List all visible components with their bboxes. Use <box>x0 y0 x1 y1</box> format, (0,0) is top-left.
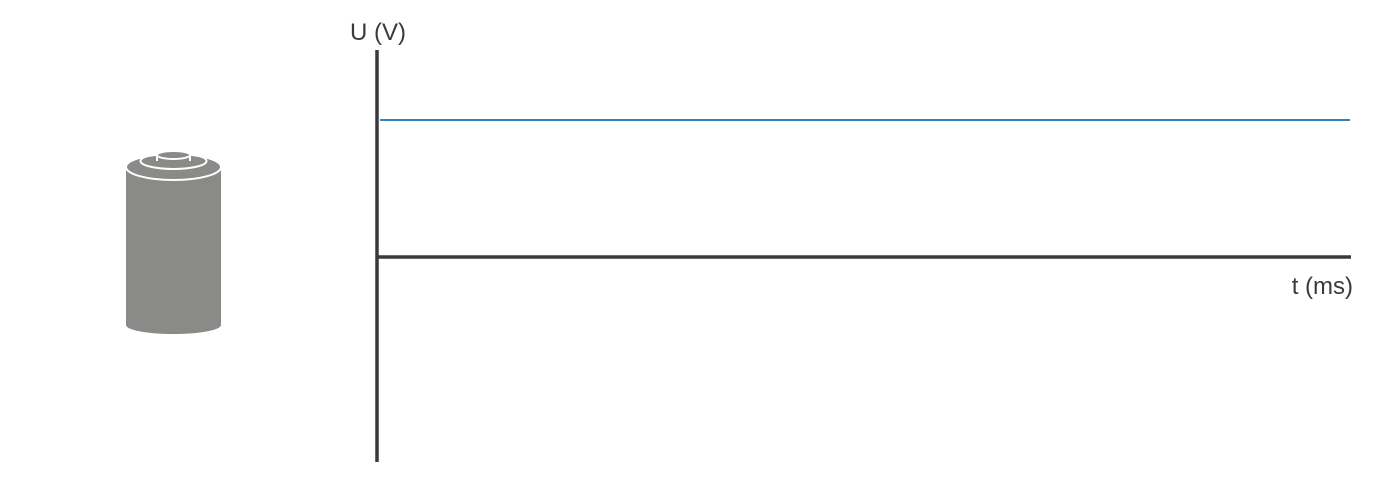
battery-icon <box>125 150 222 334</box>
x-axis-label: t (ms) <box>1292 273 1353 300</box>
y-axis-label: U (V) <box>350 19 406 46</box>
